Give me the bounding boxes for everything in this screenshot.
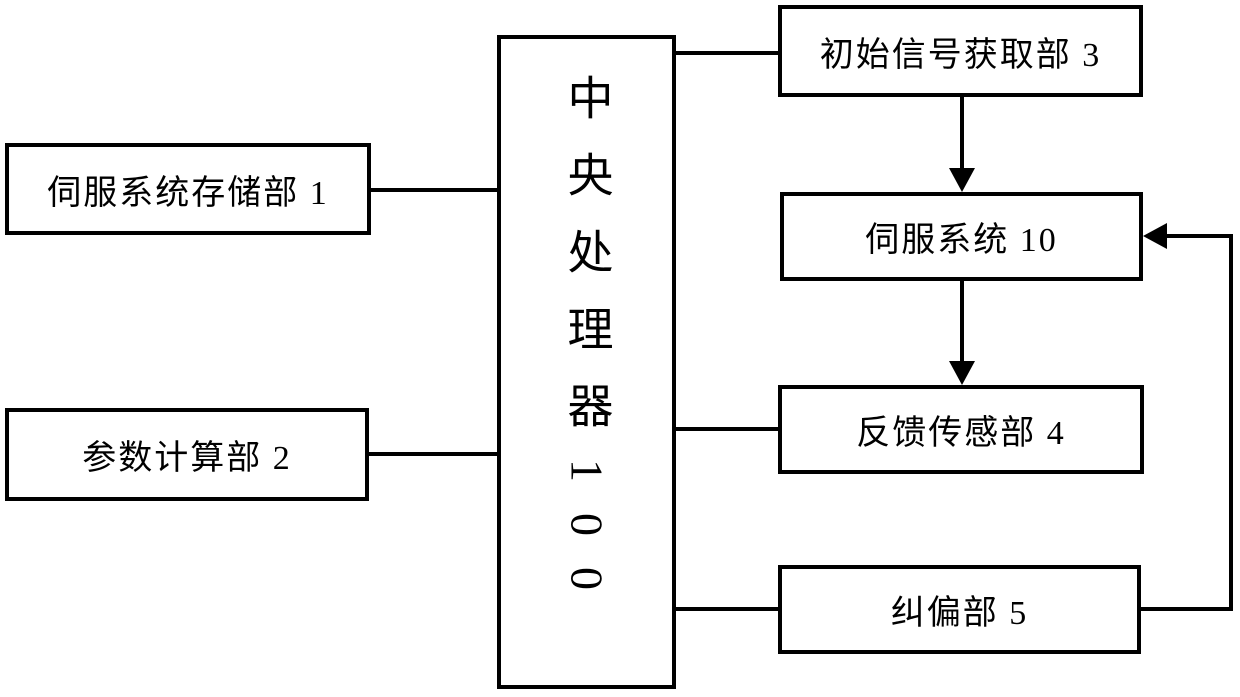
connector-cpu-to-initial [676, 51, 778, 55]
arrowhead-down-icon [949, 361, 975, 385]
node-label: 初始信号获取部 3 [819, 36, 1102, 74]
connector-cpu-to-correction [676, 607, 778, 611]
connector-loop-to-servo [1165, 234, 1233, 238]
node-label: 伺服系统存储部 1 [47, 174, 329, 212]
arrowhead-down-icon [949, 168, 975, 192]
node-label-vertical: 中央处理器100 [561, 73, 613, 621]
connector-loop-vertical [1229, 234, 1233, 611]
connector-initial-to-servo [960, 97, 964, 170]
node-label: 参数计算部 2 [82, 440, 292, 477]
node-parameter-calculation: 参数计算部 2 [5, 408, 369, 501]
node-label: 伺服系统 10 [865, 222, 1058, 259]
node-deviation-correction: 纠偏部 5 [778, 565, 1141, 654]
connector-correction-to-loop [1141, 607, 1233, 611]
connector-servo-to-feedback [960, 281, 964, 363]
connector-storage-to-cpu [369, 188, 497, 192]
node-label: 反馈传感部 4 [856, 415, 1066, 452]
node-servo-system-storage: 伺服系统存储部 1 [5, 143, 371, 235]
connector-cpu-to-feedback [676, 427, 778, 431]
connector-param-to-cpu [367, 452, 497, 456]
node-central-processor: 中央处理器100 [497, 35, 676, 689]
node-initial-signal-acquisition: 初始信号获取部 3 [778, 5, 1143, 97]
arrowhead-left-icon [1143, 223, 1167, 249]
node-servo-system: 伺服系统 10 [780, 192, 1143, 281]
node-label: 纠偏部 5 [890, 595, 1029, 632]
node-feedback-sensing: 反馈传感部 4 [778, 385, 1144, 474]
